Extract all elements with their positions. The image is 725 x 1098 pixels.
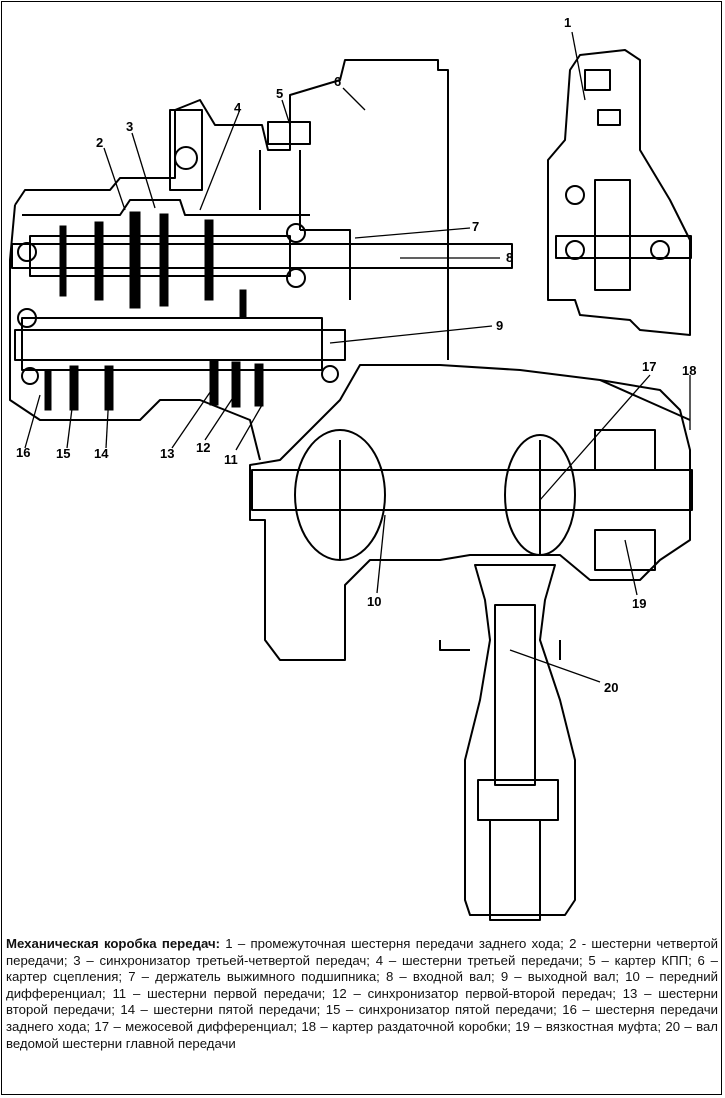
callout-5: 5 bbox=[276, 86, 283, 101]
callout-8: 8 bbox=[506, 250, 513, 265]
callout-3: 3 bbox=[126, 119, 133, 134]
callout-2: 2 bbox=[96, 135, 103, 150]
callout-10: 10 bbox=[367, 594, 381, 609]
lower-shaft-gears bbox=[21, 359, 339, 411]
leader-lines bbox=[24, 31, 691, 683]
callout-1: 1 bbox=[564, 15, 571, 30]
callout-4: 4 bbox=[234, 100, 242, 115]
callout-15: 15 bbox=[56, 446, 70, 461]
inset-detail-outline bbox=[547, 49, 692, 336]
upper-shaft-gears bbox=[17, 211, 306, 328]
callout-9: 9 bbox=[496, 318, 503, 333]
callout-16: 16 bbox=[16, 445, 30, 460]
callout-17: 17 bbox=[642, 359, 656, 374]
driven-shaft-outline bbox=[439, 564, 576, 921]
caption-title: Механическая коробка передач: bbox=[6, 936, 220, 951]
housing-outline bbox=[9, 59, 513, 461]
callout-12: 12 bbox=[196, 440, 210, 455]
callout-19: 19 bbox=[632, 596, 646, 611]
callout-labels: 1 2 3 4 5 6 7 8 9 10 11 12 13 14 15 16 1… bbox=[16, 15, 696, 695]
callout-7: 7 bbox=[472, 219, 479, 234]
callout-13: 13 bbox=[160, 446, 174, 461]
figure-caption: Механическая коробка передач: 1 – промеж… bbox=[6, 936, 718, 1052]
callout-11: 11 bbox=[224, 452, 238, 467]
callout-20: 20 bbox=[604, 680, 618, 695]
callout-18: 18 bbox=[682, 363, 696, 378]
caption-body: 1 – промежуточная шестерня передачи задн… bbox=[6, 936, 718, 1051]
callout-14: 14 bbox=[94, 446, 109, 461]
callout-6: 6 bbox=[334, 74, 341, 89]
gearbox-cross-section-diagram: 1 2 3 4 5 6 7 8 9 10 11 12 13 14 15 16 1… bbox=[9, 15, 696, 921]
transfer-case-outline bbox=[249, 364, 693, 661]
